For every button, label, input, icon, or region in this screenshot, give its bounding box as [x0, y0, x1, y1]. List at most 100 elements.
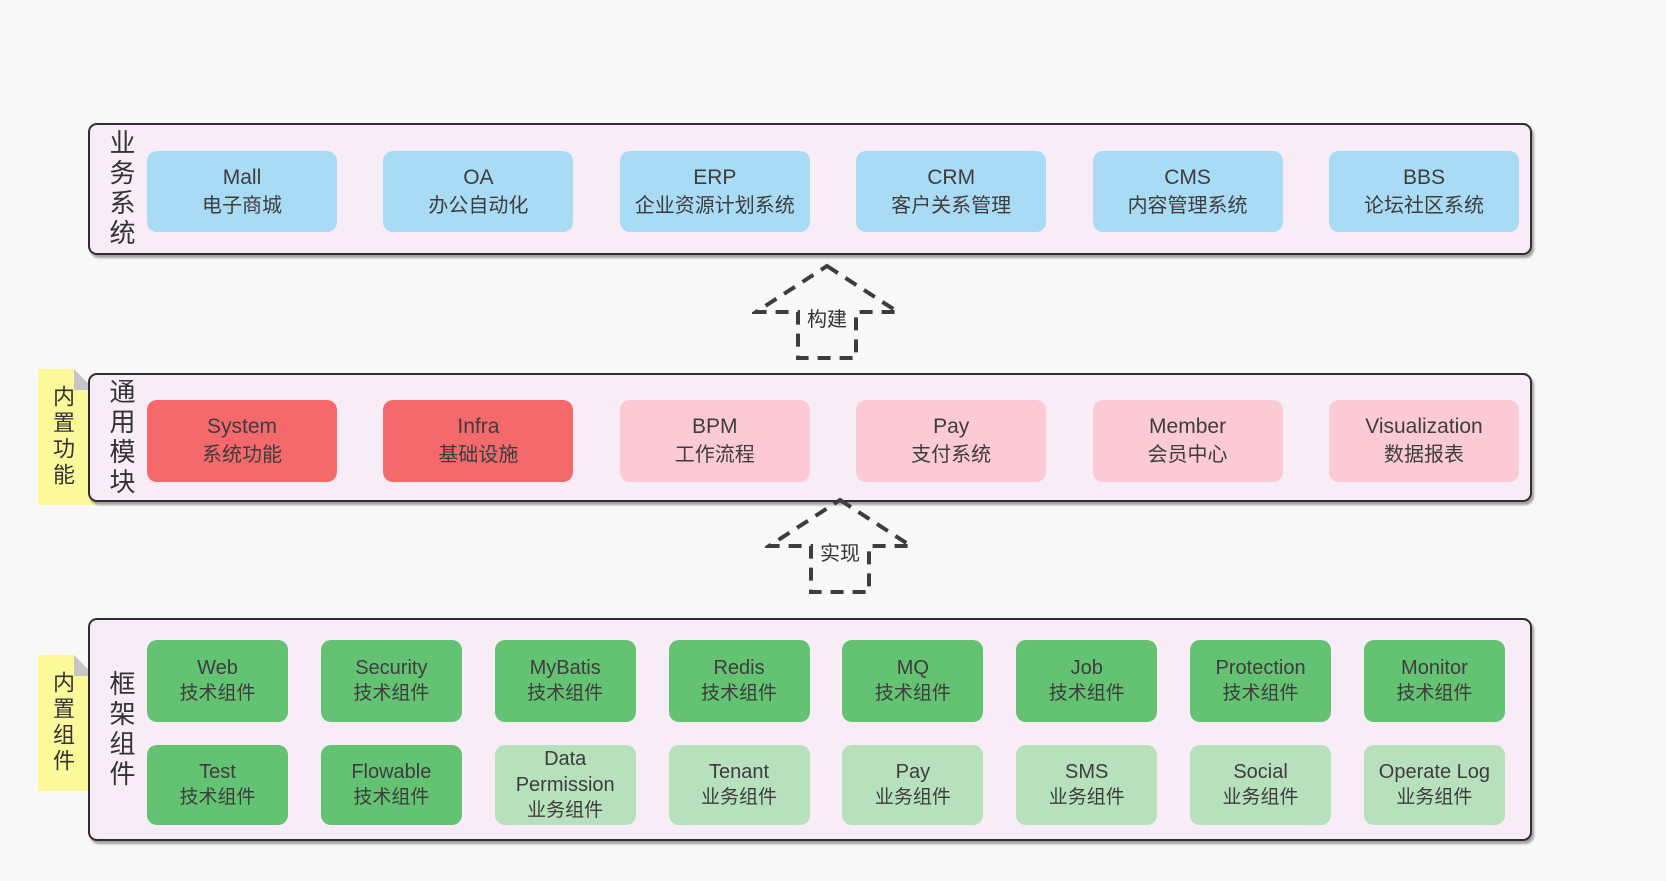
box-title: Pay	[933, 415, 970, 438]
box-subtitle: 技术组件	[701, 683, 778, 704]
box-title: Social	[1233, 761, 1288, 783]
box-title: Member	[1149, 415, 1227, 438]
box-title: BBS	[1402, 165, 1445, 189]
box-title: Operate Log	[1378, 761, 1490, 783]
box-test: Test 技术组件	[147, 745, 288, 825]
box-title: Web	[197, 657, 238, 679]
box-web: Web 技术组件	[147, 640, 288, 722]
box-cms: CMS 内容管理系统	[1092, 151, 1283, 232]
panel-framework-components: 框架组件 Web 技术组件 Security 技术组件 MyBatis 技术组件…	[88, 618, 1532, 841]
box-title: Job	[1070, 657, 1103, 679]
arrow-up-implement-icon: 实现	[765, 497, 915, 594]
box-subtitle: 技术组件	[179, 683, 256, 704]
arrow-label-build: 构建	[807, 308, 847, 331]
box-subtitle: 内容管理系统	[1127, 194, 1248, 217]
box-title: Tenant	[709, 761, 770, 783]
box-subtitle: 业务组件	[874, 787, 951, 808]
box-subtitle: 业务组件	[527, 800, 604, 821]
box-title: Protection	[1215, 657, 1306, 679]
box-title: Test	[199, 761, 236, 783]
business-box-row: Mall 电子商城 OA 办公自动化 ERP 企业资源计划系统 CRM 客户关系…	[147, 151, 1519, 232]
box-subtitle: 技术组件	[1048, 683, 1125, 704]
box-mybatis: MyBatis 技术组件	[494, 640, 636, 722]
sticky-note-built-in-features: 内置功能	[38, 369, 95, 505]
box-flowable: Flowable 技术组件	[320, 745, 462, 825]
box-title: CMS	[1164, 165, 1211, 189]
box-subtitle: 支付系统	[911, 444, 992, 466]
box-subtitle: 论坛社区系统	[1363, 194, 1484, 217]
box-subtitle: 技术组件	[527, 683, 604, 704]
sticky-note-label: 内置组件	[50, 671, 75, 775]
box-protection: Protection 技术组件	[1190, 640, 1332, 722]
box-subtitle: 技术组件	[1396, 683, 1473, 704]
box-title: Pay	[895, 761, 931, 783]
arrow-label-implement: 实现	[820, 542, 860, 565]
box-title: Data Permission	[515, 748, 615, 796]
box-subtitle: 电子商城	[202, 194, 282, 217]
components-row-1: Web 技术组件 Security 技术组件 MyBatis 技术组件 Redi…	[147, 640, 1505, 722]
box-subtitle: 会员中心	[1147, 444, 1228, 466]
box-subtitle: 客户关系管理	[891, 194, 1012, 217]
box-infra: Infra 基础设施	[383, 400, 574, 482]
box-title: BPM	[692, 415, 738, 438]
box-title: Security	[355, 657, 428, 679]
box-system: System 系统功能	[147, 400, 337, 482]
box-subtitle: 办公自动化	[428, 194, 529, 217]
box-data-permission: Data Permission 业务组件	[494, 745, 636, 825]
sticky-note-label: 内置功能	[50, 385, 75, 489]
box-subtitle: 基础设施	[438, 444, 519, 466]
components-row-2: Test 技术组件 Flowable 技术组件 Data Permission …	[147, 745, 1505, 825]
box-bpm: BPM 工作流程	[619, 400, 810, 482]
box-title: Mall	[222, 165, 262, 189]
box-title: ERP	[693, 165, 737, 189]
box-sms: SMS 业务组件	[1016, 745, 1158, 825]
box-bbs: BBS 论坛社区系统	[1328, 151, 1519, 232]
box-subtitle: 技术组件	[353, 683, 430, 704]
arrow-up-build-icon: 构建	[752, 263, 902, 360]
box-title: Monitor	[1401, 657, 1468, 679]
box-redis: Redis 技术组件	[668, 640, 810, 722]
box-title: SMS	[1065, 761, 1109, 783]
box-title: MQ	[896, 657, 929, 679]
modules-box-row: System 系统功能 Infra 基础设施 BPM 工作流程 Pay 支付系统…	[147, 400, 1519, 482]
sticky-note-built-in-components: 内置组件	[38, 655, 95, 791]
box-pay-component: Pay 业务组件	[842, 745, 984, 825]
panel-title-common-modules: 通用模块	[106, 377, 136, 498]
box-mall: Mall 电子商城	[147, 151, 337, 232]
box-subtitle: 工作流程	[674, 444, 755, 466]
box-title: OA	[463, 165, 494, 189]
box-mq: MQ 技术组件	[842, 640, 984, 722]
box-subtitle: 技术组件	[1222, 683, 1299, 704]
box-subtitle: 技术组件	[353, 787, 430, 808]
box-title: Visualization	[1365, 415, 1483, 438]
box-subtitle: 业务组件	[1396, 787, 1473, 808]
box-member: Member 会员中心	[1092, 400, 1283, 482]
box-monitor: Monitor 技术组件	[1363, 640, 1505, 722]
panel-common-modules: 通用模块 System 系统功能 Infra 基础设施 BPM 工作流程 Pay…	[88, 373, 1532, 502]
panel-title-business-systems: 业务系统	[106, 129, 136, 249]
box-visualization: Visualization 数据报表	[1328, 400, 1519, 482]
box-subtitle: 企业资源计划系统	[634, 194, 795, 217]
box-subtitle: 技术组件	[179, 787, 256, 808]
box-crm: CRM 客户关系管理	[856, 151, 1047, 232]
box-pay: Pay 支付系统	[856, 400, 1047, 482]
box-job: Job 技术组件	[1016, 640, 1158, 722]
box-title: Infra	[457, 415, 500, 438]
box-title: CRM	[927, 165, 976, 189]
panel-title-framework-components: 框架组件	[106, 669, 136, 790]
box-title: Flowable	[351, 761, 432, 783]
panel-business-systems: 业务系统 Mall 电子商城 OA 办公自动化 ERP 企业资源计划系统 CRM…	[88, 123, 1532, 255]
box-oa: OA 办公自动化	[383, 151, 574, 232]
box-subtitle: 业务组件	[1222, 787, 1299, 808]
box-subtitle: 业务组件	[701, 787, 778, 808]
box-title: Redis	[713, 657, 765, 679]
box-subtitle: 业务组件	[1048, 787, 1125, 808]
box-title: MyBatis	[529, 657, 601, 679]
box-social: Social 业务组件	[1190, 745, 1332, 825]
box-subtitle: 数据报表	[1383, 444, 1464, 466]
box-operate-log: Operate Log 业务组件	[1363, 745, 1505, 825]
box-erp: ERP 企业资源计划系统	[619, 151, 810, 232]
box-security: Security 技术组件	[320, 640, 462, 722]
box-subtitle: 技术组件	[874, 683, 951, 704]
